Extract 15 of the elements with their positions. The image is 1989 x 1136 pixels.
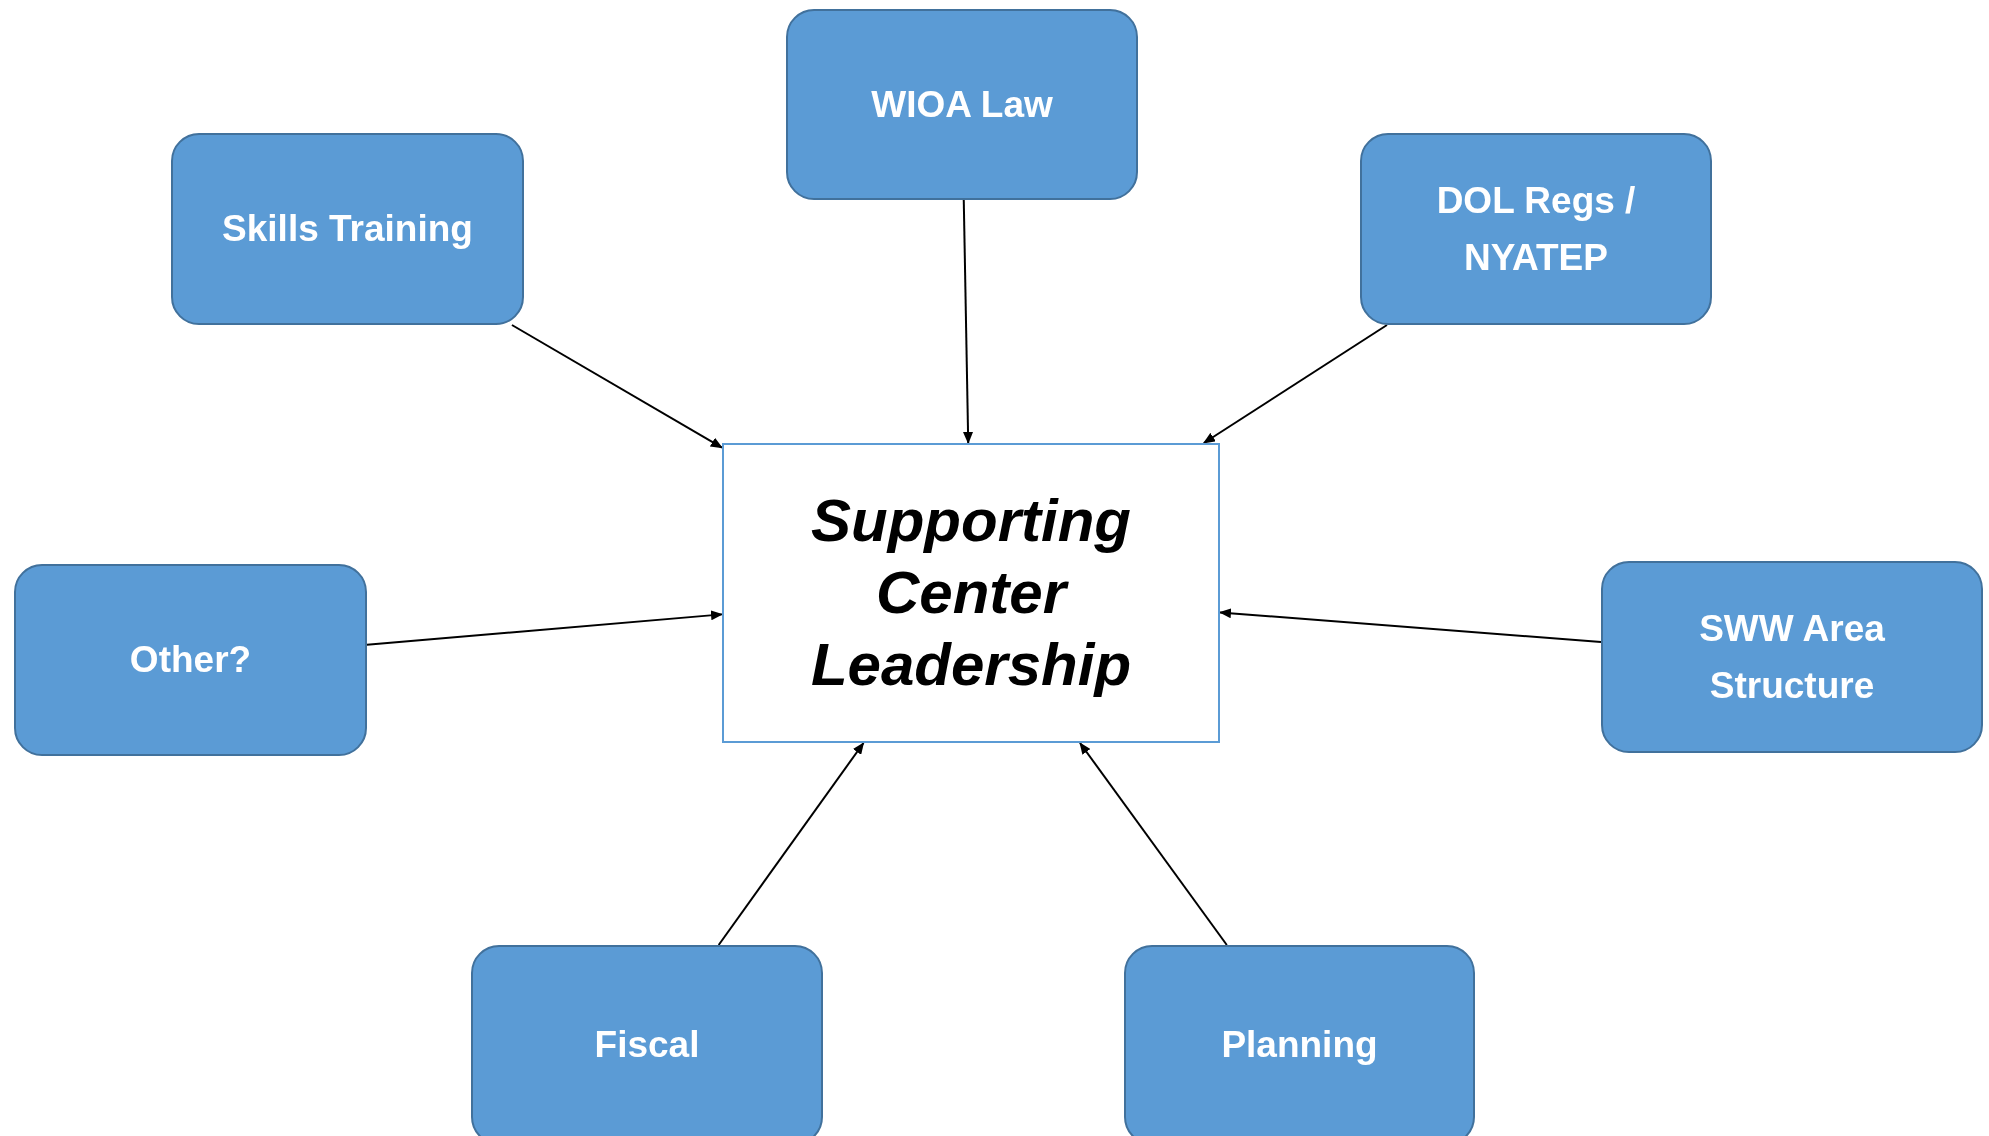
- topic-box: Fiscal: [471, 945, 823, 1136]
- arrow: [510, 324, 723, 449]
- central-box: Supporting Center Leadership: [722, 443, 1220, 743]
- arrow: [1079, 742, 1228, 946]
- topic-box: DOL Regs / NYATEP: [1360, 133, 1712, 325]
- arrow: [366, 610, 723, 646]
- arrow: [717, 742, 865, 946]
- topic-box: Skills Training: [171, 133, 524, 325]
- arrow: [962, 199, 974, 444]
- topic-box: WIOA Law: [786, 9, 1138, 200]
- topic-box: Planning: [1124, 945, 1475, 1136]
- topic-box: SWW Area Structure: [1601, 561, 1983, 753]
- arrow: [1219, 608, 1602, 644]
- arrow: [1202, 324, 1388, 444]
- topic-box: Other?: [14, 564, 367, 756]
